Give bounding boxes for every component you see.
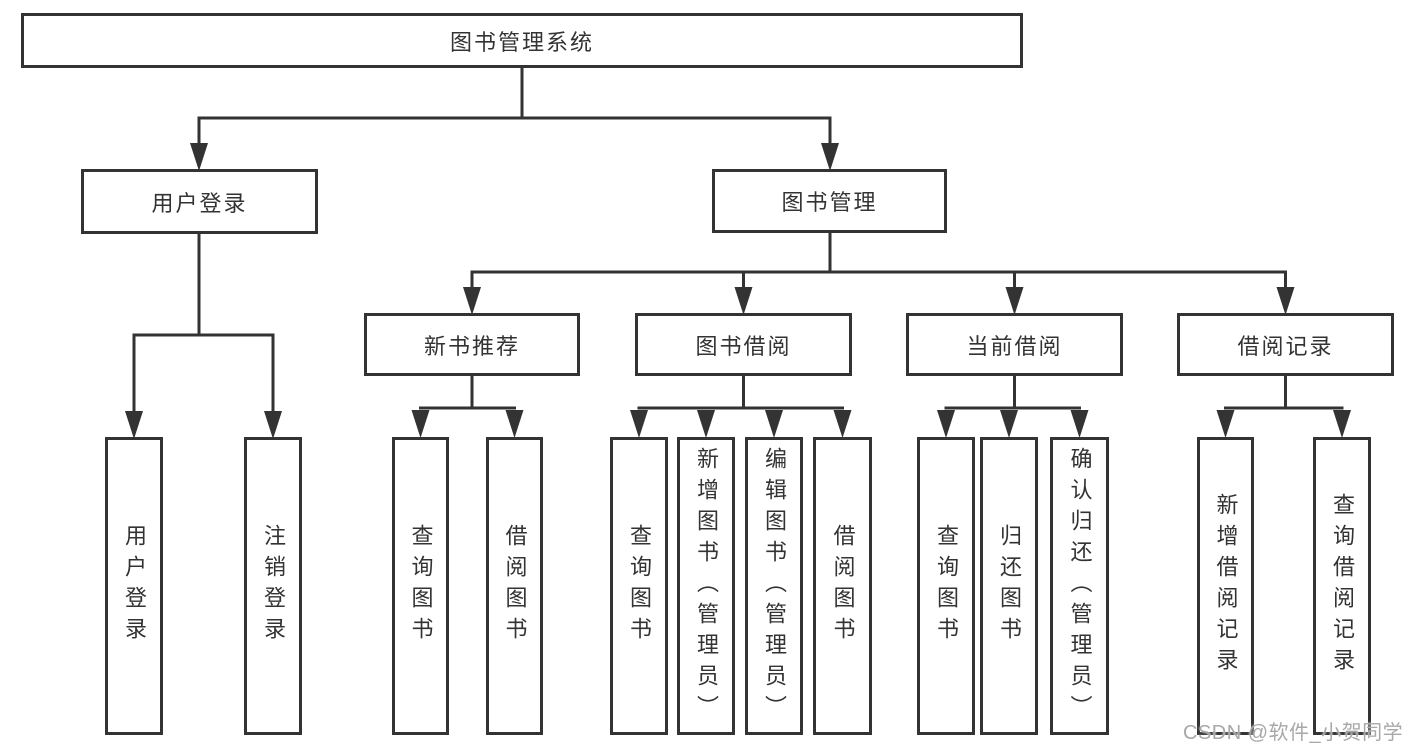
leaf-query-books-borrow: 查询图书 [610,437,668,735]
leaf-user-login: 用户登录 [105,437,163,735]
connector-userlogin-to-leaves [125,234,282,439]
connector-bookmgmt-to-level3 [463,233,1295,315]
leaf-logout-label: 注销登录 [261,524,286,648]
node-borrow-records-label: 借阅记录 [1237,333,1334,359]
leaf-return-book: 归还图书 [980,437,1038,735]
node-borrow-records: 借阅记录 [1177,313,1394,376]
node-new-book-recommend: 新书推荐 [364,313,580,376]
node-book-borrow: 图书借阅 [635,313,852,376]
connector-borrow-to-leaves [630,376,852,438]
node-root-label: 图书管理系统 [449,29,594,55]
leaf-add-book-admin-label: 新增图书（管理员） [694,446,719,726]
leaf-edit-book-admin: 编辑图书（管理员） [745,437,803,735]
leaf-query-books-recommend: 查询图书 [392,437,449,735]
connector-root-to-level2 [190,68,839,171]
leaf-add-book-admin: 新增图书（管理员） [677,437,735,735]
leaf-user-login-label: 用户登录 [122,524,147,648]
node-book-management: 图书管理 [712,169,947,233]
connector-current-to-leaves [937,376,1089,438]
leaf-add-borrow-record-label: 新增借阅记录 [1213,493,1239,679]
csdn-watermark: CSDN @软件_小贺同学 [1183,722,1404,744]
leaf-query-borrow-record-label: 查询借阅记录 [1330,493,1355,679]
connector-recommend-to-leaves [411,376,524,438]
node-current-borrow-label: 当前借阅 [966,333,1063,359]
leaf-borrow-books: 借阅图书 [813,437,872,735]
leaf-query-books-current-label: 查询图书 [934,524,959,648]
node-user-login: 用户登录 [81,169,318,234]
leaf-query-books-recommend-label: 查询图书 [408,524,434,648]
leaf-query-borrow-record: 查询借阅记录 [1313,437,1371,735]
leaf-borrow-books-label: 借阅图书 [830,524,856,648]
node-current-borrow: 当前借阅 [906,313,1123,376]
node-book-borrow-label: 图书借阅 [695,333,792,359]
leaf-query-books-borrow-label: 查询图书 [627,524,652,648]
node-new-book-recommend-label: 新书推荐 [423,333,520,359]
leaf-confirm-return-admin-label: 确认归还（管理员） [1067,446,1093,726]
node-book-management-label: 图书管理 [781,190,878,215]
leaf-add-borrow-record: 新增借阅记录 [1197,437,1254,735]
leaf-logout: 注销登录 [244,437,302,735]
leaf-query-books-current: 查询图书 [917,437,975,735]
leaf-edit-book-admin-label: 编辑图书（管理员） [762,446,787,726]
leaf-borrow-books-recommend: 借阅图书 [486,437,543,735]
node-root: 图书管理系统 [21,13,1023,68]
leaf-borrow-books-recommend-label: 借阅图书 [502,524,528,648]
connector-records-to-leaves [1216,376,1351,438]
node-user-login-label: 用户登录 [151,190,248,216]
leaf-confirm-return-admin: 确认归还（管理员） [1050,437,1109,735]
leaf-return-book-label: 归还图书 [997,524,1022,648]
